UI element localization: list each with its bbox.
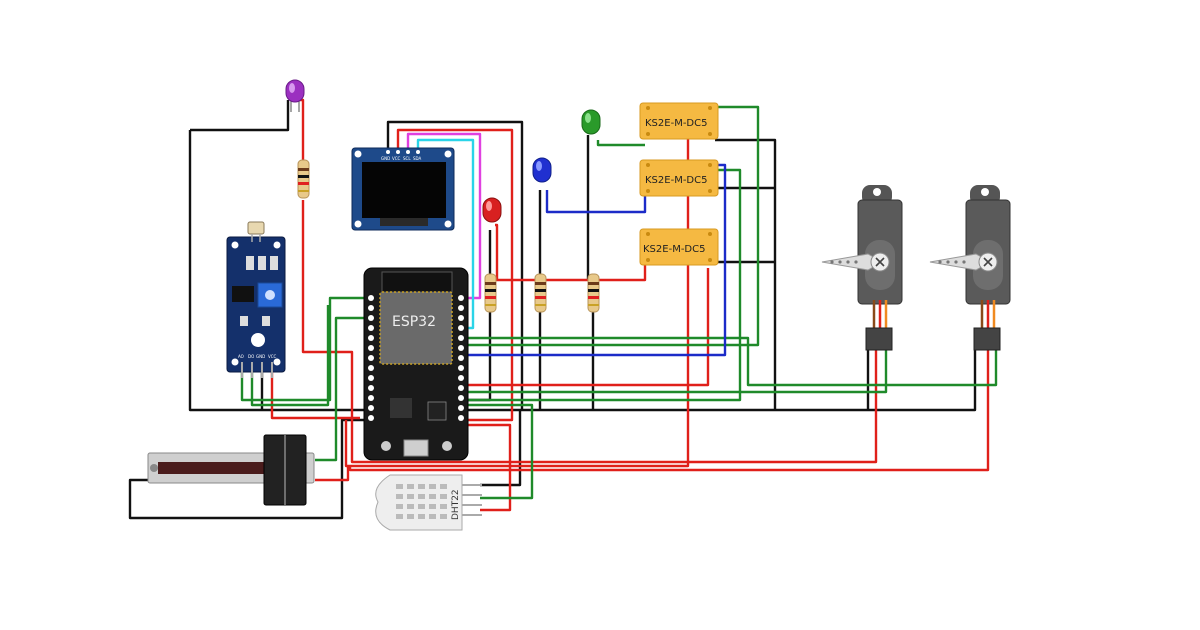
wire-ground-oled: [386, 120, 524, 410]
servo-motor-2[interactable]: [929, 185, 1011, 351]
wire-green-relay1: [468, 105, 760, 347]
dht22-sensor[interactable]: DHT22: [375, 474, 482, 531]
screw-icon: [875, 257, 885, 267]
servo-1-connector: [865, 327, 893, 351]
wire-green-relay2: [468, 168, 742, 402]
esp32-board[interactable]: ESP32: [363, 267, 469, 461]
wire-ground-bus: [188, 130, 977, 412]
ldr-module[interactable]: AO DO GND VCC: [226, 221, 286, 378]
relay-1[interactable]: KS2E-M-DC5: [639, 102, 719, 140]
relay-2-label: KS2E-M-DC5: [645, 175, 707, 186]
dht22-label: DHT22: [451, 489, 461, 520]
wire-blue-relay2: [468, 163, 727, 357]
relay-1-label: KS2E-M-DC5: [645, 118, 707, 129]
led-green[interactable]: [581, 109, 601, 135]
wire-green-slider: [315, 316, 372, 462]
servo-2-connector: [973, 327, 1001, 351]
wire-ground-dht: [480, 410, 522, 487]
led-purple[interactable]: [285, 79, 305, 112]
wires: [128, 98, 998, 520]
wire-dht-vcc: [468, 423, 512, 512]
oled-display[interactable]: GND VCC SCL SDA: [351, 147, 455, 231]
ldr-pin-gnd: GND: [256, 354, 265, 359]
wire-ldr-vcc: [270, 372, 360, 420]
wire-green-servo1: [468, 350, 888, 394]
wire-led-purple-signal: [298, 98, 354, 420]
relay-2[interactable]: KS2E-M-DC5: [639, 159, 719, 197]
usb-port: [403, 439, 429, 457]
led-red[interactable]: [482, 197, 502, 223]
wire-power-servo2: [348, 350, 990, 472]
wire-led-red-sig: [495, 223, 647, 282]
oled-pin-vcc: VCC: [392, 156, 401, 161]
wire-ground-led-purple: [190, 100, 290, 132]
wire-ground-relay-col: [715, 138, 777, 410]
photoresistor-icon: [247, 221, 265, 235]
wire-green-ldr: [240, 296, 372, 402]
wire-green-servo2: [468, 336, 998, 387]
wire-oled-sda: [416, 138, 475, 330]
relay-3-label: KS2E-M-DC5: [643, 244, 705, 255]
ldr-pin-vcc: VCC: [268, 354, 277, 359]
esp32-antenna: [381, 271, 453, 293]
wire-slider-power: [315, 466, 350, 482]
wire-blue-ledblue: [545, 190, 647, 214]
relay-3[interactable]: KS2E-M-DC5: [639, 228, 719, 266]
esp32-module: [379, 291, 453, 365]
ldr-pin-ao: AO: [238, 354, 244, 359]
wire-oled-vcc: [396, 128, 514, 422]
slide-potentiometer[interactable]: [147, 434, 315, 506]
esp32-label: ESP32: [392, 314, 436, 330]
oled-pin-sda: SDA: [413, 156, 422, 161]
resistor-led-blue[interactable]: [534, 273, 547, 313]
resistor-led-green[interactable]: [587, 273, 600, 313]
wire-green-ldr2: [250, 305, 330, 407]
resistor-led-red[interactable]: [484, 273, 497, 313]
ldr-pin-do: DO: [248, 354, 254, 359]
wire-green-dht: [468, 403, 534, 500]
servo-motor-1[interactable]: [821, 185, 903, 351]
oled-pin-gnd: GND: [381, 156, 390, 161]
screw-icon: [983, 257, 993, 267]
wire-relay-to-mcu: [468, 268, 710, 387]
led-blue[interactable]: [532, 157, 552, 183]
wire-oled-scl: [406, 132, 482, 300]
wire-power-main: [344, 130, 690, 468]
wire-green-ledgreen: [596, 140, 645, 147]
oled-pin-scl: SCL: [403, 156, 411, 161]
screw-icon: [150, 464, 158, 472]
resistor-led-purple[interactable]: [297, 159, 310, 199]
wire-power-servo1: [350, 350, 878, 464]
